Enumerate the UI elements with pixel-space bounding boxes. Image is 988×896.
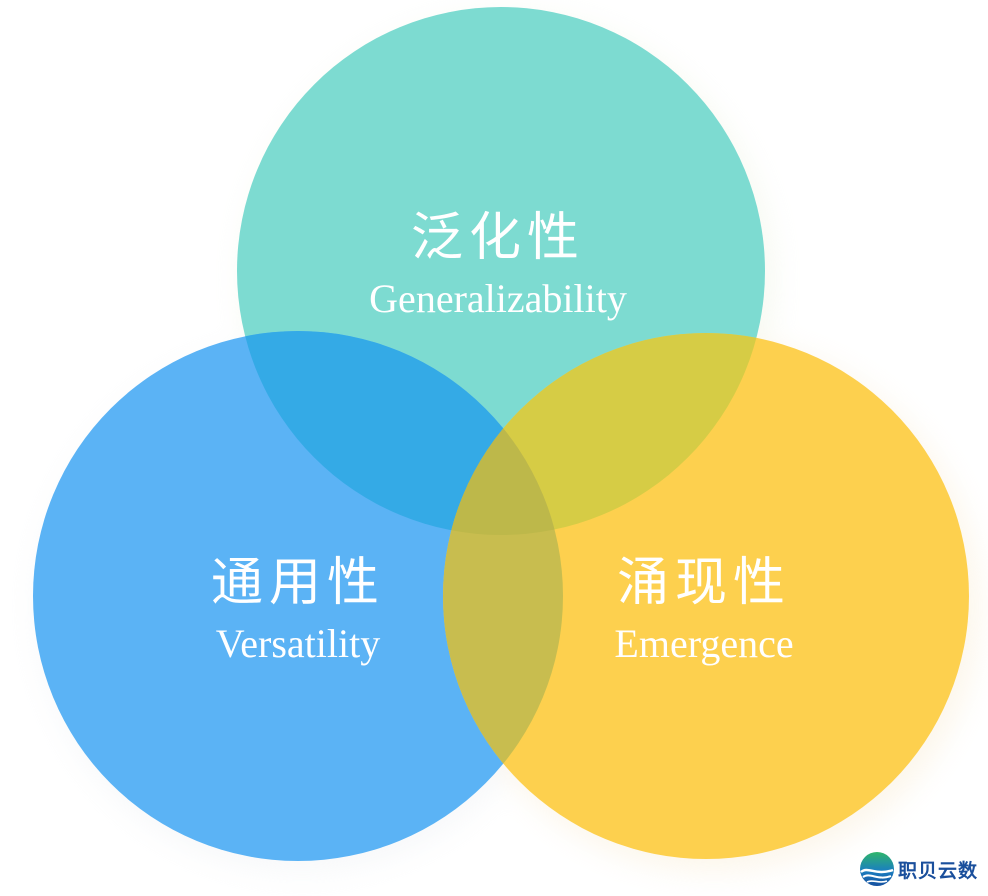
label-emergence-en: Emergence bbox=[614, 621, 794, 666]
globe-wave-logo-icon bbox=[860, 852, 894, 886]
label-generalizability-en: Generalizability bbox=[369, 276, 627, 321]
label-emergence-zh: 涌现性 bbox=[616, 553, 792, 613]
label-emergence: 涌现性 Emergence bbox=[614, 553, 793, 669]
watermark-logo: 职贝云数 bbox=[858, 850, 978, 888]
overlap-generalizability-emergence bbox=[443, 333, 765, 535]
watermark-text: 职贝云数 bbox=[898, 859, 979, 882]
overlap-generalizability-versatility bbox=[237, 331, 563, 535]
label-versatility: 通用性 Versatility bbox=[211, 553, 385, 669]
label-generalizability: 泛化性 Generalizability bbox=[369, 208, 627, 324]
label-generalizability-zh: 泛化性 bbox=[410, 208, 585, 268]
label-versatility-zh: 通用性 bbox=[210, 553, 386, 613]
label-versatility-en: Versatility bbox=[215, 621, 381, 666]
